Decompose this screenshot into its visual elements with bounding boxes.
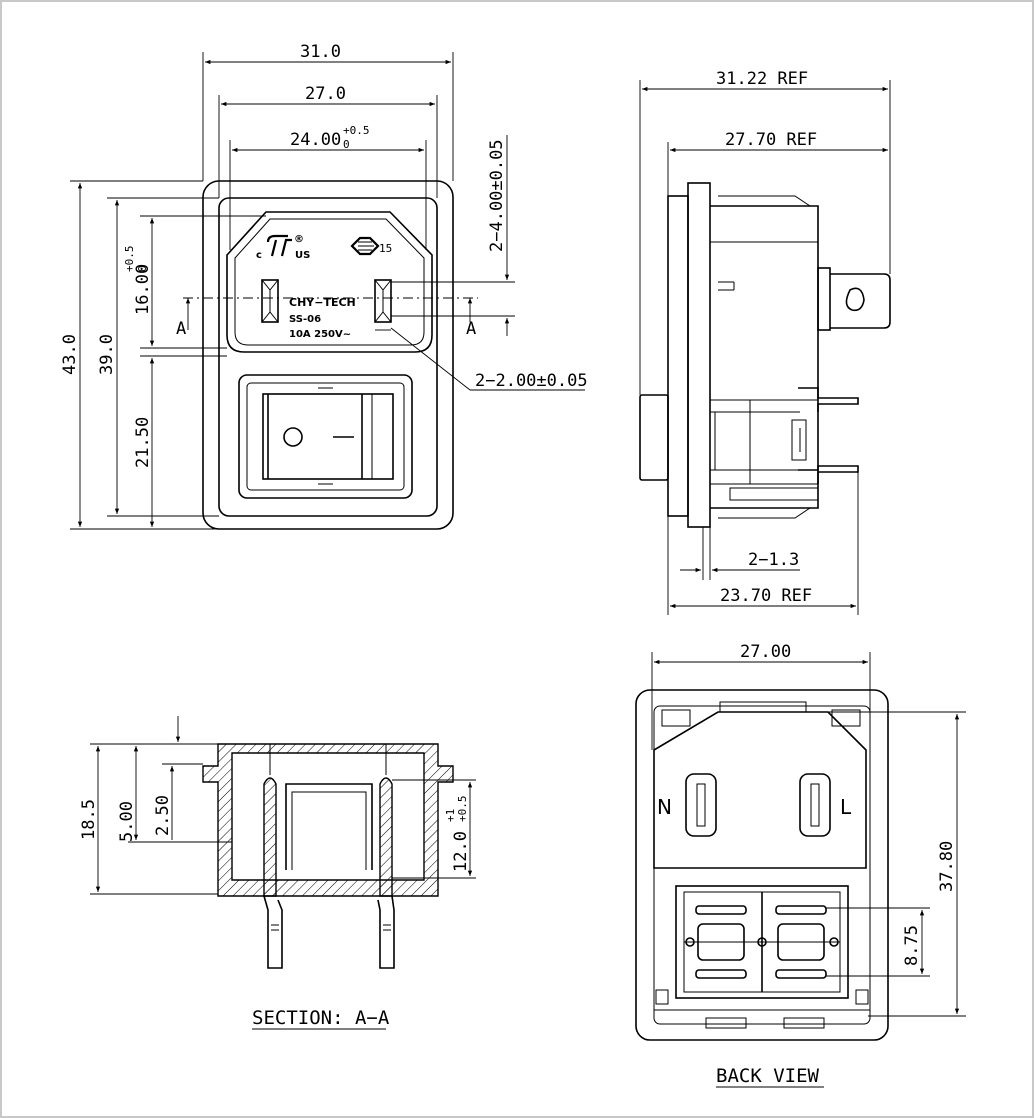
dim-width-inlet: 24.00 xyxy=(290,130,341,150)
section-pin-right xyxy=(379,777,393,897)
inlet-inner-outline xyxy=(234,218,425,346)
dim-section-pin-tol-low: +0.5 xyxy=(456,796,469,823)
dim-section-rim: 5.00 xyxy=(117,801,137,842)
section-view: 18.5 5.00 2.50 12.0 +1 +0.5 SECTION: A−A xyxy=(79,716,476,1030)
dim-height-overall: 43.0 xyxy=(60,334,80,375)
back-switch-block xyxy=(675,885,849,999)
dim-section-flange: 2.50 xyxy=(153,795,173,836)
dim-back-height: 37.80 xyxy=(937,841,957,892)
dim-width-overall: 31.0 xyxy=(300,42,341,62)
dim-height-inlet: 16.00 xyxy=(133,264,153,315)
inlet-outline xyxy=(226,211,433,353)
dim-width-inlet-tol-low: 0 xyxy=(343,138,350,151)
inlet-slot-left xyxy=(261,279,279,323)
front-inner-body xyxy=(218,197,438,517)
dim-height-switch: 21.50 xyxy=(133,417,153,468)
svg-text:®: ® xyxy=(294,234,304,245)
inlet-slot-right xyxy=(374,279,392,323)
dim-depth-body: 27.70 REF xyxy=(725,130,817,150)
dim-pin-slot-pitch: 2−4.00±0.05 xyxy=(487,139,507,252)
side-body xyxy=(710,205,819,509)
dim-width-inner: 27.0 xyxy=(305,84,346,104)
side-pin-tab xyxy=(830,273,891,329)
section-title: SECTION: A−A xyxy=(252,1007,390,1029)
dim-section-height: 18.5 xyxy=(79,799,99,840)
pin-hole-icon xyxy=(845,287,865,312)
rocker-switch-bezel xyxy=(238,374,413,499)
side-panel xyxy=(687,182,711,528)
back-pin-neutral xyxy=(685,773,717,837)
dim-width-inlet-tol: +0.5 xyxy=(343,124,370,137)
back-pin-live xyxy=(799,773,831,837)
section-mark-right: A xyxy=(466,319,476,339)
svg-text:US: US xyxy=(295,250,310,261)
dim-section-pin-tol-high: +1 xyxy=(444,809,457,822)
section-mark-left: A xyxy=(176,319,186,339)
svg-text:c: c xyxy=(256,250,262,261)
section-shell xyxy=(202,743,454,897)
svg-text:15: 15 xyxy=(379,242,392,255)
brand-marking: CHY−TECH xyxy=(289,296,356,309)
back-view-title: BACK VIEW xyxy=(716,1065,820,1087)
dim-height-inner: 39.0 xyxy=(97,334,117,375)
section-terminal-left xyxy=(263,895,283,969)
back-view: N L 27.00 37.80 8.75 BAC xyxy=(635,642,966,1088)
side-terminal-top xyxy=(798,387,859,412)
front-view: c US ® 15 CHY−TECH SS-06 10A 250V~ xyxy=(60,42,588,530)
dim-depth-overall: 31.22 REF xyxy=(716,69,808,89)
dim-terminal-pitch: 8.75 xyxy=(902,925,922,966)
label-neutral: N xyxy=(657,795,672,819)
dim-pin-slot-width: 2−2.00±0.05 xyxy=(475,371,588,391)
dim-back-width: 27.00 xyxy=(740,642,791,662)
back-outer-flange xyxy=(635,689,889,1041)
section-pin-left xyxy=(263,777,277,897)
dim-section-pin-length: 12.0 xyxy=(451,831,471,872)
rocker-button xyxy=(262,393,394,480)
dim-height-inlet-tol: +0.5 xyxy=(123,246,136,273)
side-terminal-bottom xyxy=(798,465,859,484)
side-rocker xyxy=(639,394,669,481)
off-symbol-icon xyxy=(283,427,303,447)
dim-depth-rear: 23.70 REF xyxy=(720,586,812,606)
model-marking: SS-06 xyxy=(289,314,321,325)
dim-height-inlet-tol-low: 0 xyxy=(136,265,149,272)
label-live: L xyxy=(840,795,852,819)
ccc-cert-mark: 15 xyxy=(350,236,392,256)
front-outer-flange xyxy=(202,180,454,530)
ul-cert-mark: c US ® xyxy=(256,234,310,261)
section-partition xyxy=(285,783,373,870)
rating-marking: 10A 250V~ xyxy=(289,329,351,340)
side-flange xyxy=(667,195,689,517)
side-view: 31.22 REF 27.70 REF 2−1.3 23.70 REF xyxy=(639,69,891,615)
dim-panel-thickness: 2−1.3 xyxy=(748,550,799,570)
